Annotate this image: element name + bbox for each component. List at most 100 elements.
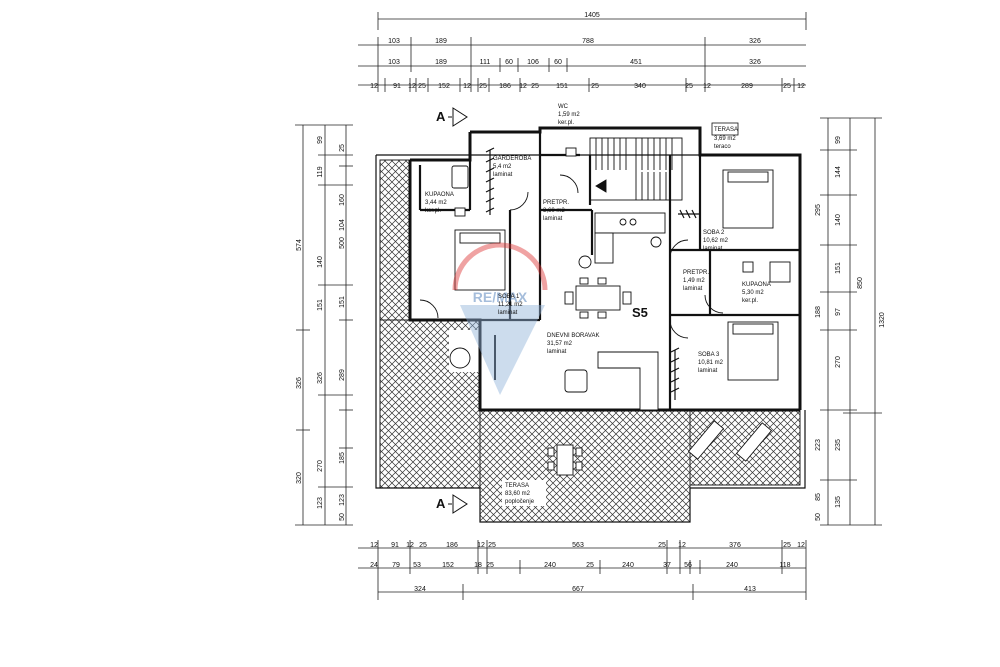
- room-dnevni-boravak: DNEVNI BORAVAK 31,57 m2 laminat: [547, 333, 599, 355]
- lounger-icon: [687, 420, 725, 460]
- dim-label: 326: [749, 38, 761, 45]
- dim-label: 12: [797, 83, 805, 90]
- room-area: 1,49 m2: [683, 278, 705, 284]
- dim-label: 240: [544, 562, 556, 569]
- dim-label: 140: [317, 256, 324, 268]
- dim-label: 118: [779, 562, 790, 569]
- dim-label: 25: [419, 542, 427, 549]
- room-name: SOBA 1: [498, 294, 520, 300]
- dim-label: 376: [729, 542, 741, 549]
- dim-label: 151: [317, 299, 324, 311]
- dim-label: 235: [835, 439, 842, 451]
- dim-label: 25: [418, 83, 426, 90]
- dim-label: 189: [435, 38, 447, 45]
- dim-label: 160: [339, 194, 346, 206]
- dim-label: 25: [685, 83, 693, 90]
- dim-label: 106: [527, 59, 539, 66]
- dim-label: 240: [622, 562, 634, 569]
- dim-label: 151: [835, 262, 842, 274]
- dim-label: 12: [678, 542, 686, 549]
- dim-label: 12: [370, 83, 378, 90]
- dim-label: 186: [499, 83, 511, 90]
- dim-label: 103: [388, 59, 400, 66]
- dim-label: 500: [339, 237, 346, 249]
- room-floor: laminat: [703, 246, 723, 252]
- room-floor: laminat: [498, 310, 518, 316]
- watermark-text: RE/MAX: [473, 289, 528, 305]
- section-marker-bottom: A: [436, 494, 468, 514]
- room-terasa-main: TERASA 83,60 m2 popločenje: [502, 480, 546, 506]
- room-labels: GARDEROBA 5,4 m2 laminat KUPAONA 3,44 m2…: [425, 104, 771, 506]
- section-letter: A: [436, 496, 446, 511]
- room-area: 5,30 m2: [742, 290, 764, 296]
- room-floor: laminat: [493, 172, 513, 178]
- armchair-icon: [564, 369, 588, 393]
- dim-label: 151: [339, 296, 346, 308]
- room-area: 10,81 m2: [698, 360, 724, 366]
- room-area: 83,60 m2: [505, 491, 531, 497]
- room-floor: laminat: [683, 286, 703, 292]
- dim-label: 103: [388, 38, 400, 45]
- dim-label: 12: [477, 542, 485, 549]
- dim-label: 25: [479, 83, 487, 90]
- dim-label: 140: [835, 214, 842, 226]
- room-area: 3,44 m2: [425, 200, 447, 206]
- dim-label: 186: [446, 542, 458, 549]
- room-floor: ker.pl.: [425, 208, 441, 214]
- room-pretpr-2: PRETPR. 1,49 m2 laminat: [683, 270, 709, 292]
- dim-label: 240: [726, 562, 738, 569]
- dim-label: 25: [488, 542, 496, 549]
- dim-label: 53: [413, 562, 421, 569]
- room-area: 3,69 m2: [714, 136, 736, 142]
- dim-label: 326: [317, 372, 324, 384]
- dim-label: 97: [835, 308, 842, 316]
- round-table-icon: [449, 347, 471, 369]
- dim-label: 12: [797, 542, 805, 549]
- dim-label: 223: [815, 439, 822, 451]
- dimensions-left: [295, 124, 353, 526]
- dim-label: 12: [408, 83, 416, 90]
- dim-label: 289: [741, 83, 753, 90]
- dim-label: 667: [572, 586, 584, 593]
- room-soba-2: SOBA 2 10,62 m2 laminat: [703, 230, 729, 252]
- dim-label: 60: [554, 59, 562, 66]
- sofa-icon: [597, 351, 659, 411]
- staircase: [589, 137, 683, 201]
- room-kupaona-2: KUPAONA 5,30 m2 ker.pl.: [742, 282, 771, 304]
- dim-label: 50: [815, 513, 822, 521]
- dim-label: 79: [392, 562, 400, 569]
- apartment-code: S5: [632, 305, 648, 320]
- dim-label: 123: [339, 494, 346, 506]
- dim-label: 12: [463, 83, 471, 90]
- dimension-labels-left: 574 326 320 99 119 140 151 326 270 123 2…: [296, 136, 346, 521]
- room-floor: popločenje: [505, 499, 535, 505]
- room-name: DNEVNI BORAVAK: [547, 333, 599, 339]
- dim-label: 25: [591, 83, 599, 90]
- room-soba-3: SOBA 3 10,81 m2 laminat: [698, 352, 724, 374]
- dim-label: 50: [339, 513, 346, 521]
- room-terasa-top: TERASA 3,69 m2 teraco: [711, 122, 739, 150]
- dim-label: 119: [317, 166, 324, 177]
- dim-label: 289: [339, 369, 346, 381]
- room-name: KUPAONA: [425, 192, 454, 198]
- room-name: GARDEROBA: [493, 156, 531, 162]
- room-name: TERASA: [714, 127, 738, 133]
- room-name: SOBA 2: [703, 230, 725, 236]
- dim-label: 340: [634, 83, 646, 90]
- dim-label: 188: [815, 306, 822, 318]
- room-name: TERASA: [505, 483, 529, 489]
- dim-label: 135: [835, 496, 842, 508]
- room-name: PRETPR.: [683, 270, 709, 276]
- room-area: 10,62 m2: [703, 238, 729, 244]
- dim-label: 413: [744, 586, 756, 593]
- dim-label: 12: [703, 83, 711, 90]
- dim-label: 574: [296, 239, 303, 251]
- dim-label: 111: [480, 59, 491, 66]
- room-name: KUPAONA: [742, 282, 771, 288]
- dim-label: 12: [406, 542, 414, 549]
- dim-label: 25: [339, 144, 346, 152]
- room-area: 3,60 m2: [543, 208, 565, 214]
- dim-label: 99: [835, 136, 842, 144]
- dimension-labels-right: 1320 850 99 144 140 151 97 270 235 135 2…: [815, 136, 886, 521]
- room-soba-1: SOBA 1 11,21 m2 laminat: [498, 294, 523, 316]
